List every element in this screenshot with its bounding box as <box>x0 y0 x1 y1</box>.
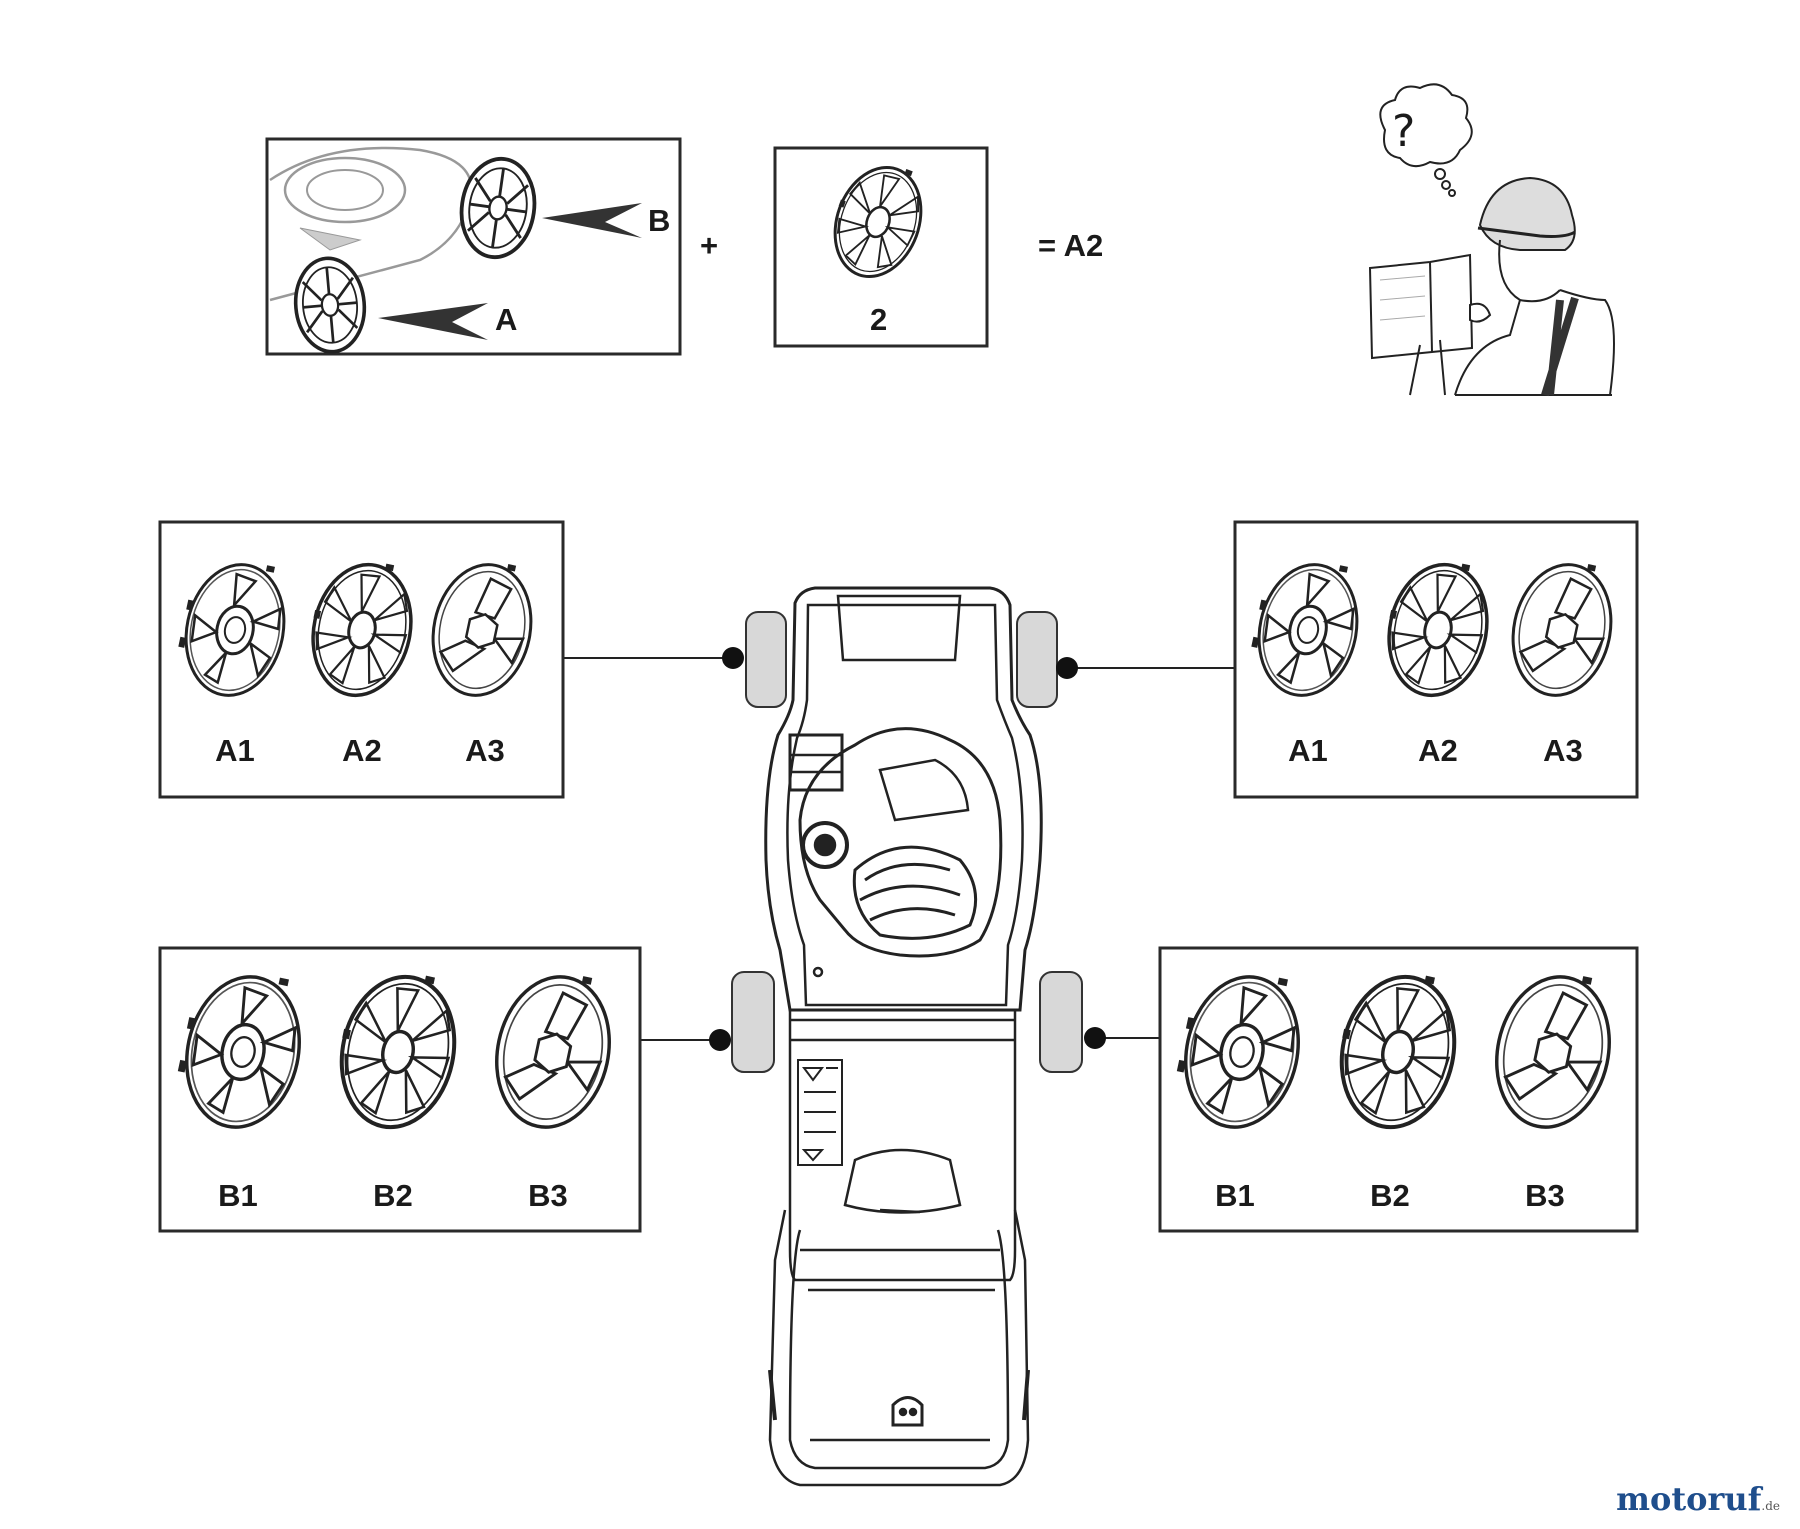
question-mark: ? <box>1392 106 1416 157</box>
label-b2: B2 <box>373 1178 413 1213</box>
label-b1: B1 <box>218 1178 258 1213</box>
label-a2: A2 <box>1418 733 1458 768</box>
label-a: A <box>495 302 518 337</box>
connector-dot-front-right <box>1056 657 1078 679</box>
label-a3: A3 <box>1543 733 1583 768</box>
mower-wheels-illustration <box>265 137 682 357</box>
mower-top-view <box>731 586 1083 1487</box>
label-a1: A1 <box>215 733 255 768</box>
reading-manual-person-illustration <box>1368 83 1615 397</box>
part-number-label: 2 <box>870 302 888 337</box>
plus-sign: + <box>700 228 719 263</box>
connector-dot-rear-left <box>709 1029 731 1051</box>
watermark-logo: motoruf.de <box>1616 1480 1780 1518</box>
label-a1: A1 <box>1288 733 1328 768</box>
label-b: B <box>648 203 671 238</box>
label-b3: B3 <box>1525 1178 1565 1213</box>
label-a2: A2 <box>342 733 382 768</box>
label-b1: B1 <box>1215 1178 1255 1213</box>
connector-dot-rear-right <box>1084 1027 1106 1049</box>
label-b2: B2 <box>1370 1178 1410 1213</box>
wheel-cover-part-illustration <box>773 146 989 348</box>
label-a3: A3 <box>465 733 505 768</box>
equation-result: = A2 <box>1038 228 1104 263</box>
connector-dot-front-left <box>722 647 744 669</box>
label-b3: B3 <box>528 1178 568 1213</box>
